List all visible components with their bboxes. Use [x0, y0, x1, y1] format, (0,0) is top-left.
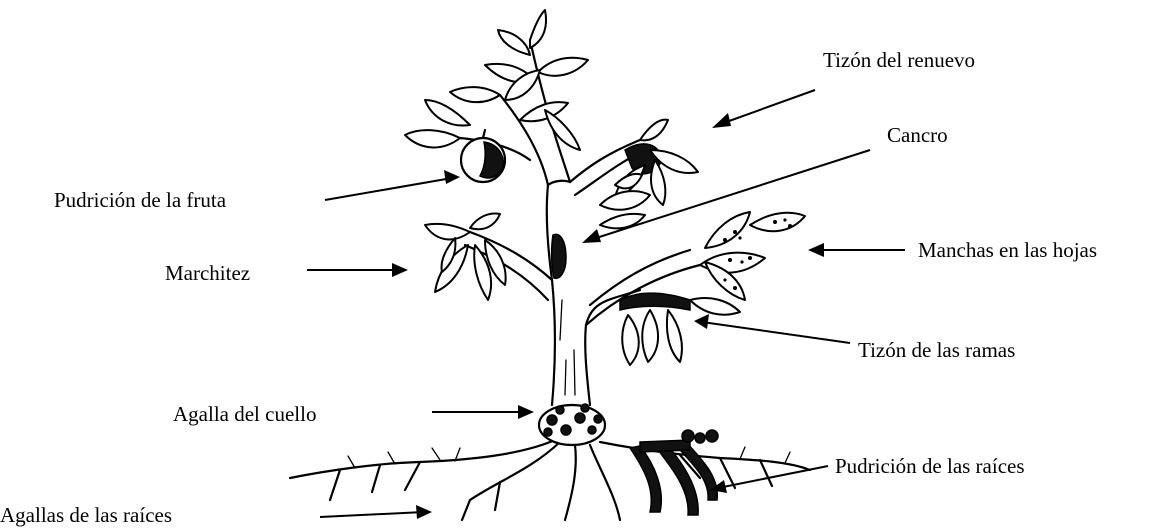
label-leaf-spots: Manchas en las hojas [918, 240, 1097, 261]
annotation-arrows [307, 90, 905, 519]
roots [290, 430, 810, 520]
label-fruit-rot: Pudrición de la fruta [54, 190, 226, 211]
label-shoot-blight: Tizón del renuevo [823, 50, 975, 71]
label-wilt: Marchitez [165, 263, 250, 284]
leaves [405, 10, 805, 365]
label-collar-gall: Agalla del cuello [173, 404, 316, 425]
label-root-galls: Agallas de las raíces [0, 505, 172, 526]
label-canker: Cancro [887, 125, 948, 146]
label-root-rot: Pudrición de las raíces [835, 456, 1025, 477]
label-branch-blight: Tizón de las ramas [858, 340, 1015, 361]
collar-gall [539, 404, 605, 445]
